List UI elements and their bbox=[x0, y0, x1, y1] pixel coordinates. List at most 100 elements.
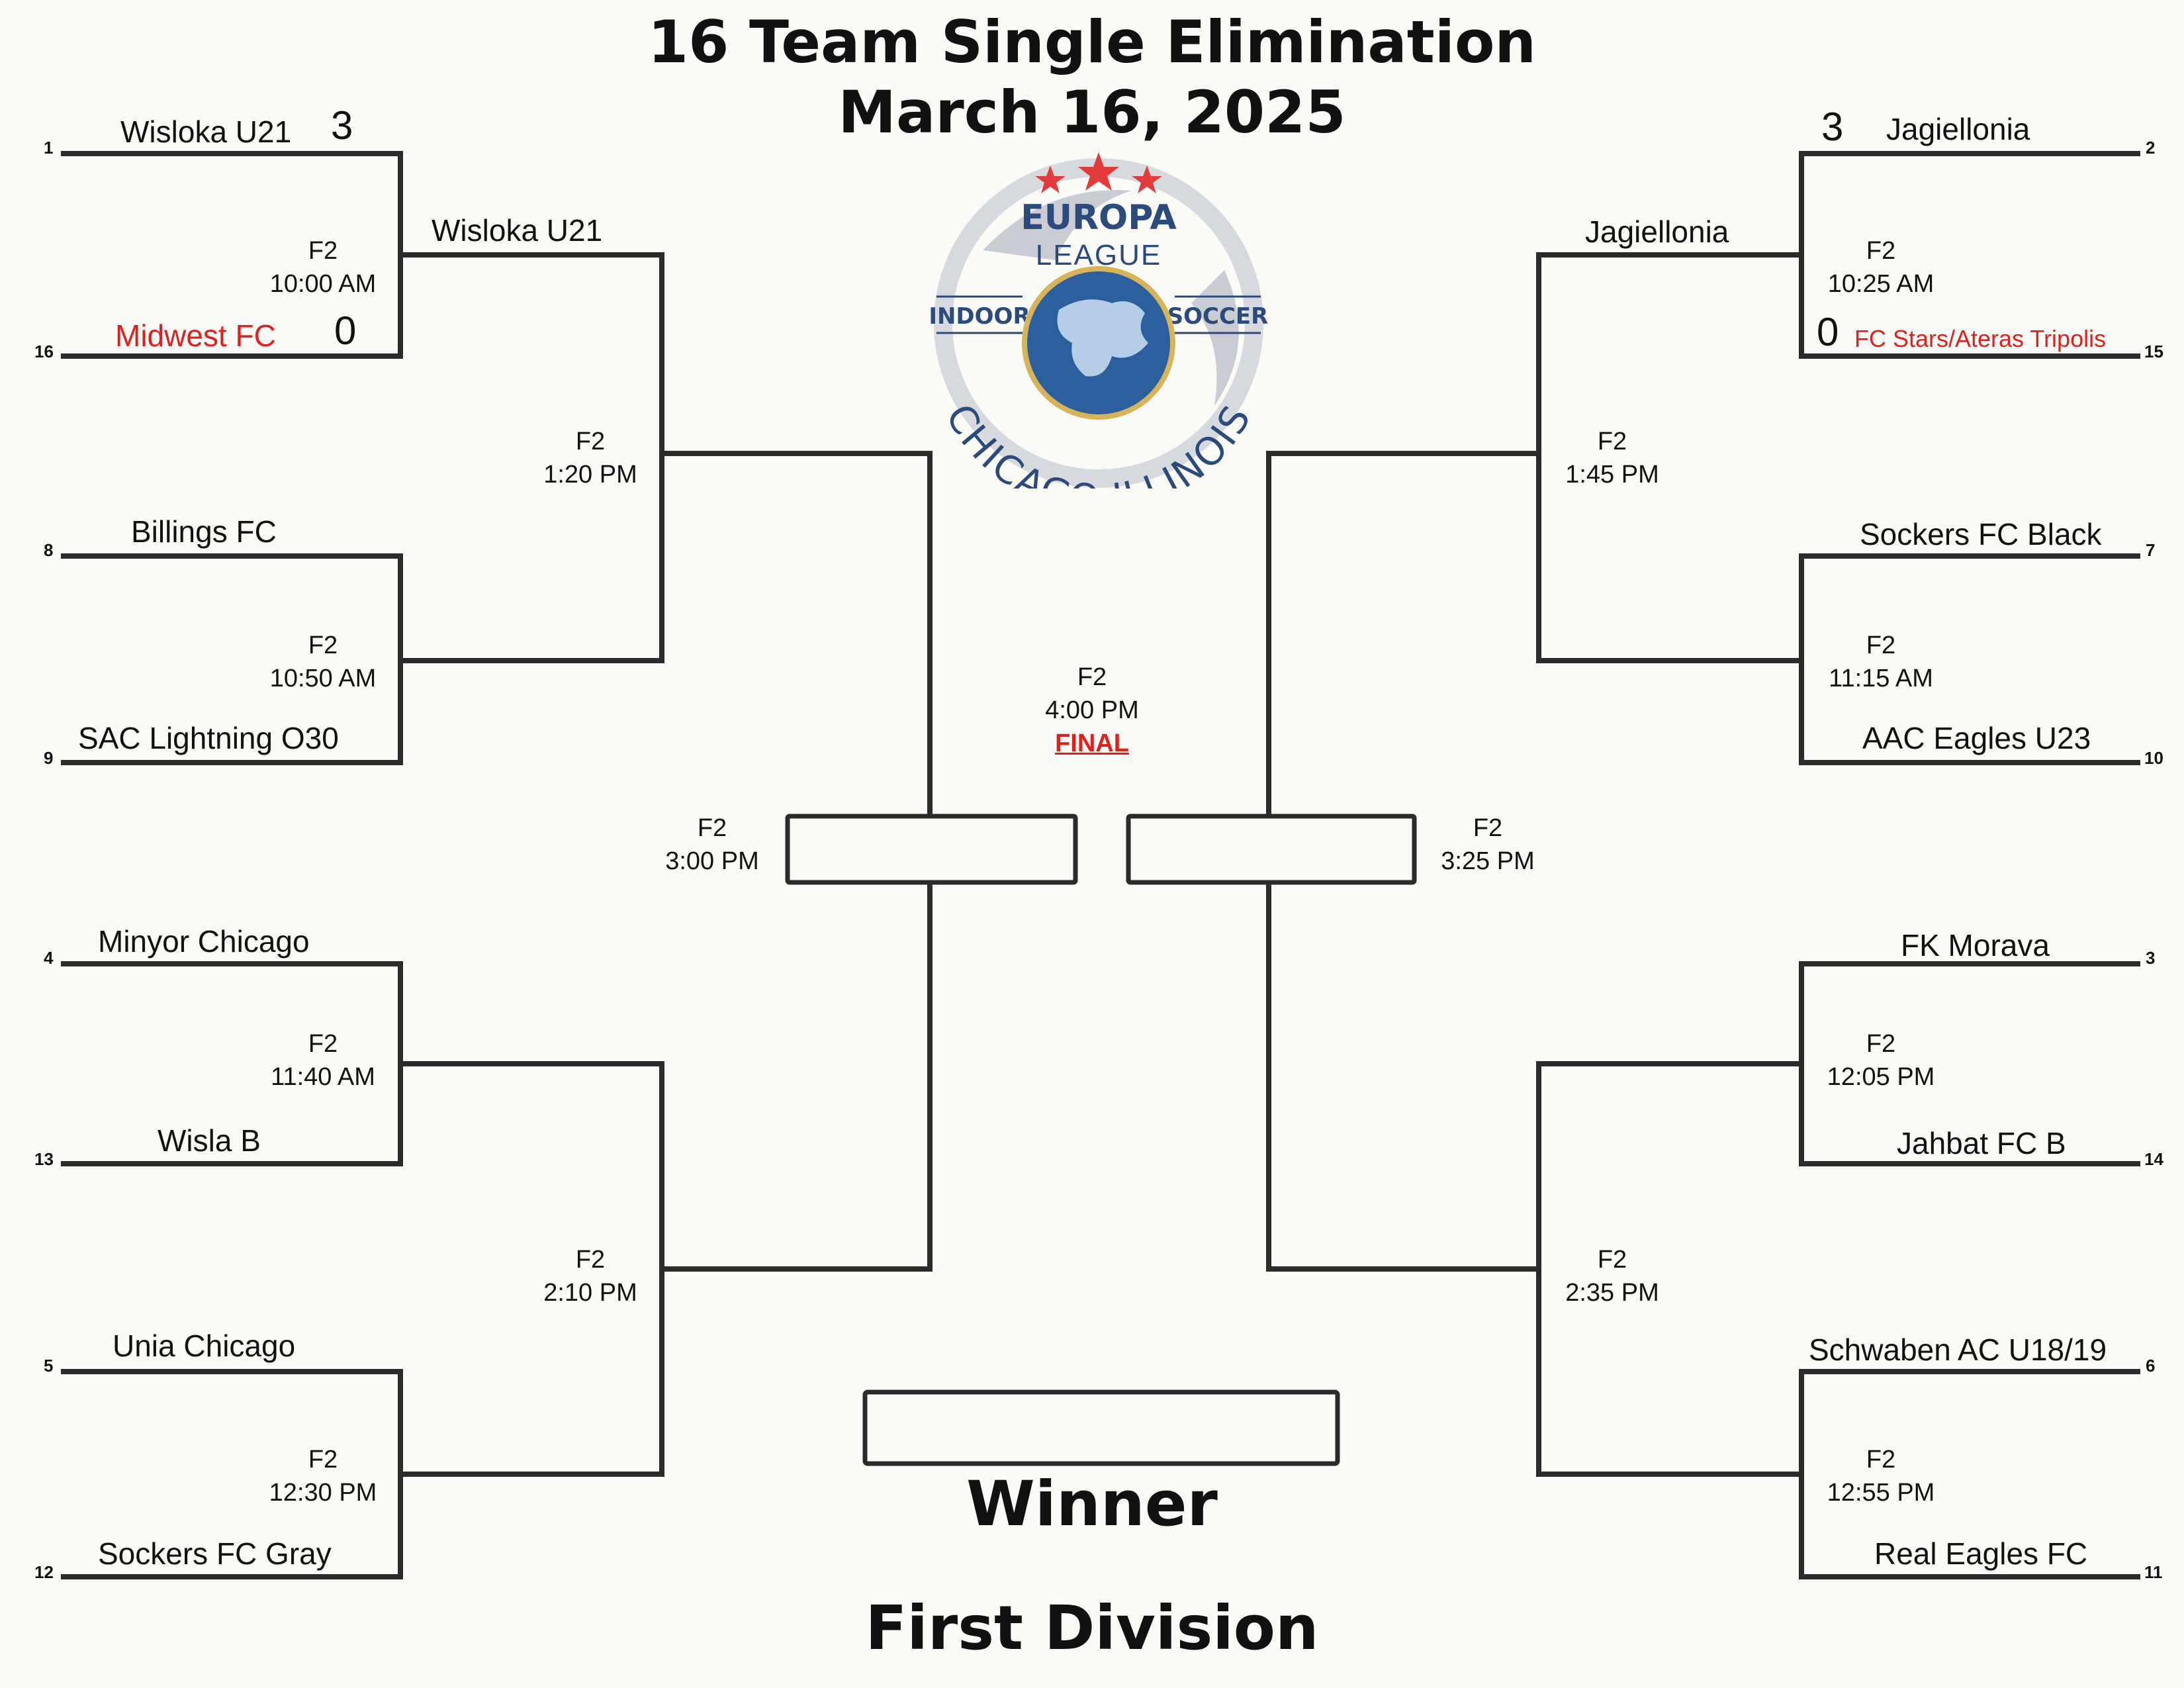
team-name-eliminated: Midwest FC bbox=[115, 318, 276, 353]
game-info: F2 1:20 PM bbox=[491, 425, 690, 491]
logo-line1: EUROPA bbox=[1021, 198, 1177, 238]
team-name: AAC Eagles U23 bbox=[1862, 721, 2091, 755]
game-info: F2 12:05 PM bbox=[1782, 1027, 1980, 1094]
team-name: Minyor Chicago bbox=[98, 924, 310, 959]
team-name-advanced: Wisloka U21 bbox=[432, 213, 603, 248]
game-info: F2 2:10 PM bbox=[491, 1243, 690, 1309]
game-field: F2 bbox=[1473, 814, 1503, 842]
game-info: F2 10:00 AM bbox=[224, 234, 422, 301]
team-name: Jagiellonia bbox=[1886, 112, 2030, 146]
game-field: F2 bbox=[1866, 632, 1896, 659]
team-score: 0 bbox=[334, 308, 357, 353]
seed-number: 5 bbox=[44, 1356, 54, 1376]
game-field: F2 bbox=[575, 428, 606, 455]
team-name: Unia Chicago bbox=[113, 1329, 296, 1363]
game-info: F2 11:15 AM bbox=[1782, 629, 1980, 695]
seed-number: 7 bbox=[2146, 540, 2156, 560]
team-name-eliminated: FC Stars/Ateras Tripolis bbox=[1854, 325, 2107, 352]
division-label: First Division bbox=[865, 1593, 1319, 1664]
seed-number: 13 bbox=[34, 1149, 54, 1169]
game-field: F2 bbox=[1866, 1030, 1896, 1058]
game-time: 12:30 PM bbox=[269, 1479, 377, 1507]
team-name: Sockers FC Gray bbox=[98, 1536, 332, 1571]
game-info: F2 10:50 AM bbox=[224, 629, 422, 695]
game-info: F2 1:45 PM bbox=[1513, 425, 1711, 491]
seed-number: 16 bbox=[34, 342, 54, 361]
seed-number: 2 bbox=[2146, 138, 2156, 158]
team-name: SAC Lightning O30 bbox=[78, 721, 339, 755]
final-label: FINAL bbox=[1055, 729, 1129, 757]
team-name: FK Morava bbox=[1901, 928, 2050, 962]
europe-map-icon bbox=[1057, 299, 1148, 377]
page-title: 16 Team Single Elimination bbox=[647, 8, 1537, 76]
game-field: F2 bbox=[308, 1446, 338, 1474]
logo-swirl bbox=[983, 190, 1132, 260]
team-score: 3 bbox=[1821, 105, 1844, 149]
game-time: 10:50 AM bbox=[269, 665, 377, 692]
seed-number: 14 bbox=[2144, 1149, 2163, 1169]
game-time: 3:25 PM bbox=[1441, 847, 1535, 875]
game-field: F2 bbox=[308, 237, 338, 265]
team-name: Sockers FC Black bbox=[1860, 517, 2102, 551]
seed-number: 11 bbox=[2144, 1562, 2163, 1582]
star-icon bbox=[1132, 165, 1162, 193]
team-name: Real Eagles FC bbox=[1874, 1536, 2088, 1571]
game-info: F2 3:00 PM bbox=[613, 812, 811, 878]
seed-number: 8 bbox=[44, 540, 54, 560]
game-time: 1:20 PM bbox=[543, 461, 637, 489]
seed-number: 15 bbox=[2144, 342, 2163, 361]
team-score: 3 bbox=[331, 103, 353, 148]
game-field: F2 bbox=[1866, 1446, 1896, 1474]
team-name: Wisloka U21 bbox=[120, 115, 292, 149]
game-time: 10:25 AM bbox=[1827, 270, 1934, 298]
game-info: F2 2:35 PM bbox=[1513, 1243, 1711, 1309]
team-name: Schwaben AC U18/19 bbox=[1809, 1333, 2107, 1367]
seed-number: 1 bbox=[44, 138, 54, 158]
game-field: F2 bbox=[308, 632, 338, 659]
game-time: 11:40 AM bbox=[271, 1063, 375, 1091]
logo-swirl bbox=[1191, 270, 1239, 406]
game-field: F2 bbox=[308, 1030, 338, 1058]
game-time: 11:15 AM bbox=[1829, 665, 1933, 692]
game-field: F2 bbox=[1866, 237, 1896, 265]
game-field: F2 bbox=[697, 814, 727, 842]
semifinal-box-right bbox=[1126, 814, 1417, 885]
game-time: 10:00 AM bbox=[269, 270, 377, 298]
game-time: 12:55 PM bbox=[1827, 1479, 1935, 1507]
seed-number: 4 bbox=[44, 948, 54, 968]
game-time: 1:45 PM bbox=[1565, 461, 1659, 489]
game-time: 12:05 PM bbox=[1827, 1063, 1935, 1091]
game-time: 3:00 PM bbox=[665, 847, 759, 875]
logo-right: SOCCER bbox=[1167, 303, 1269, 330]
game-time: 2:10 PM bbox=[543, 1279, 637, 1307]
seed-number: 9 bbox=[44, 748, 54, 768]
team-name: Jahbat FC B bbox=[1897, 1126, 2066, 1160]
seed-number: 10 bbox=[2144, 748, 2163, 768]
game-field: F2 bbox=[1597, 428, 1627, 455]
game-info: F2 12:55 PM bbox=[1782, 1443, 1980, 1509]
game-info: F2 10:25 AM bbox=[1782, 234, 1980, 301]
seed-number: 3 bbox=[2146, 948, 2156, 968]
logo-line2: LEAGUE bbox=[1036, 239, 1162, 271]
game-info: F2 11:40 AM bbox=[224, 1027, 422, 1094]
game-field: F2 bbox=[1077, 663, 1107, 691]
star-icon bbox=[1078, 152, 1119, 191]
logo-left: INDOOR bbox=[929, 303, 1030, 330]
game-time: 2:35 PM bbox=[1565, 1279, 1659, 1307]
game-field: F2 bbox=[575, 1246, 606, 1274]
europa-league-logo: EUROPA LEAGUE INDOOR SOCCER CHICAGO ILLI… bbox=[929, 152, 1269, 489]
winner-box bbox=[862, 1389, 1340, 1466]
star-icon bbox=[1035, 165, 1066, 193]
team-name: Billings FC bbox=[131, 514, 277, 549]
game-field: F2 bbox=[1597, 1246, 1627, 1274]
game-info: F2 3:25 PM bbox=[1388, 812, 1587, 878]
game-info: F2 12:30 PM bbox=[224, 1443, 422, 1509]
team-name-advanced: Jagiellonia bbox=[1585, 214, 1729, 249]
winner-label: Winner bbox=[966, 1468, 1218, 1540]
seed-number: 6 bbox=[2146, 1356, 2156, 1376]
semifinal-box-left bbox=[785, 814, 1078, 885]
team-name: Wisla B bbox=[158, 1123, 261, 1158]
seed-number: 12 bbox=[34, 1562, 54, 1582]
